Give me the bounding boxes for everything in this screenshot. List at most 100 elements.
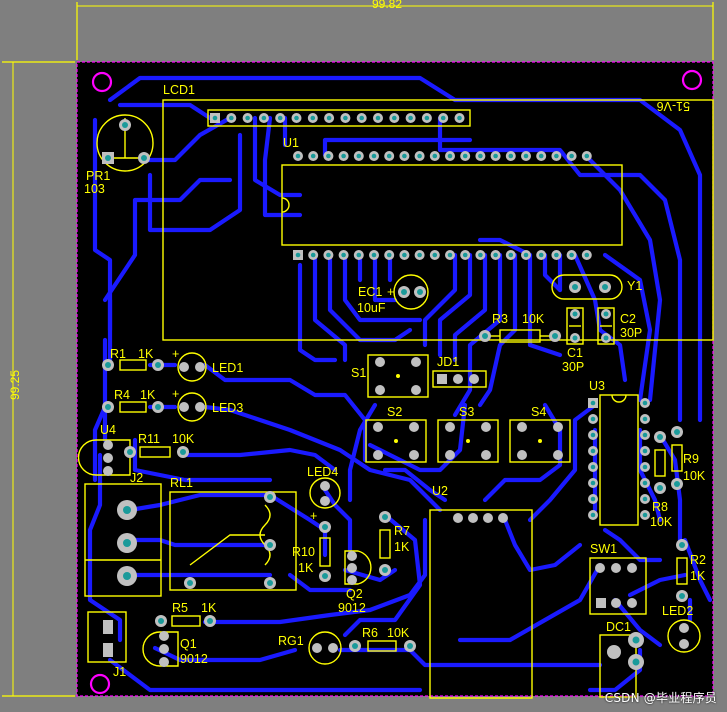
sw1: SW1 bbox=[589, 542, 647, 615]
c1-label: C1 bbox=[567, 346, 583, 360]
pin-hole bbox=[642, 496, 648, 502]
y1: Y1 bbox=[551, 274, 642, 300]
pin-hole bbox=[359, 115, 365, 121]
sw1-label: SW1 bbox=[590, 542, 617, 556]
led4: LED4 + bbox=[307, 465, 341, 523]
r9: R9 10K bbox=[671, 426, 706, 490]
pin-hole bbox=[642, 432, 648, 438]
s2-label: S2 bbox=[387, 405, 402, 419]
pin-hole bbox=[341, 153, 346, 159]
led3: + LED3 bbox=[172, 387, 243, 422]
pin-hole bbox=[447, 252, 453, 258]
r6-label: R6 bbox=[362, 626, 378, 640]
pin-hole bbox=[590, 400, 596, 406]
pin-hole bbox=[538, 153, 544, 159]
led2-label: LED2 bbox=[662, 604, 693, 618]
pin-hole bbox=[341, 252, 346, 258]
r3-value: 10K bbox=[522, 312, 545, 326]
q1: Q1 9012 bbox=[142, 631, 208, 667]
r8-label: R8 bbox=[652, 500, 668, 514]
pin-hole bbox=[642, 400, 648, 406]
pin-hole bbox=[642, 480, 648, 486]
rg1: RG1 bbox=[278, 631, 342, 665]
pin-hole bbox=[478, 252, 483, 258]
pr1: PR1 103 bbox=[84, 114, 154, 196]
u4: U4 bbox=[77, 423, 131, 476]
pin-hole bbox=[402, 252, 407, 258]
r6: R6 10K bbox=[349, 626, 416, 652]
r1: R1 1K bbox=[102, 347, 164, 371]
led2: LED2 bbox=[662, 604, 701, 653]
pin-hole bbox=[440, 115, 446, 121]
svg-text:+: + bbox=[172, 387, 179, 401]
pin-hole bbox=[493, 252, 498, 258]
pin-hole bbox=[310, 115, 316, 121]
pin-hole bbox=[245, 115, 250, 121]
pin-hole bbox=[386, 153, 392, 159]
pin-hole bbox=[375, 115, 381, 121]
pin-hole bbox=[523, 252, 529, 258]
lcd1-pads bbox=[210, 113, 465, 123]
u2: U2 bbox=[429, 484, 533, 699]
r9-value: 10K bbox=[683, 469, 706, 483]
pin-hole bbox=[310, 252, 316, 258]
pin-hole bbox=[294, 115, 299, 121]
pin-hole bbox=[569, 252, 574, 258]
q2-label: Q2 bbox=[346, 587, 363, 601]
r9-label: R9 bbox=[683, 452, 699, 466]
pin-hole bbox=[356, 252, 362, 258]
copper-traces bbox=[87, 75, 713, 693]
s2: S2 bbox=[365, 405, 427, 463]
q1-value: 9012 bbox=[180, 652, 208, 666]
pin-hole bbox=[417, 252, 422, 258]
pin-hole bbox=[584, 153, 590, 159]
pin-hole bbox=[432, 252, 438, 258]
r2-label: R2 bbox=[690, 553, 706, 567]
r5-value: 1K bbox=[201, 601, 217, 615]
pin-hole bbox=[310, 153, 316, 159]
pin-hole bbox=[590, 496, 596, 502]
r4: R4 1K bbox=[102, 388, 164, 413]
led4-label: LED4 bbox=[307, 465, 338, 479]
svg-text:+: + bbox=[387, 285, 394, 299]
s4-label: S4 bbox=[531, 405, 546, 419]
r8: R8 10K bbox=[650, 431, 673, 529]
r2-value: 1K bbox=[690, 569, 706, 583]
pin-hole bbox=[424, 115, 430, 121]
pin-hole bbox=[590, 432, 596, 438]
r10: R10 1K bbox=[292, 521, 331, 582]
c1: C1 30P bbox=[562, 307, 584, 374]
q2-value: 9012 bbox=[338, 601, 366, 615]
u3: U3 bbox=[589, 379, 639, 526]
mount-hole-bl bbox=[89, 673, 111, 695]
r10-value: 1K bbox=[298, 561, 314, 575]
u1: U1 bbox=[281, 136, 623, 246]
pin-hole bbox=[277, 115, 283, 121]
rg1-label: RG1 bbox=[278, 634, 304, 648]
pin-hole bbox=[590, 512, 596, 518]
s1: S1 bbox=[351, 354, 429, 398]
pr1-value: 103 bbox=[84, 182, 105, 196]
pin-hole bbox=[462, 252, 468, 258]
s3-label: S3 bbox=[459, 405, 474, 419]
u2-label: U2 bbox=[432, 484, 448, 498]
dc1-label: DC1 bbox=[606, 620, 631, 634]
pin-hole bbox=[229, 115, 234, 121]
s4: S4 bbox=[509, 405, 571, 463]
rl1-label: RL1 bbox=[170, 476, 193, 490]
u4-label: U4 bbox=[100, 423, 116, 437]
pin-hole bbox=[478, 153, 483, 159]
q1-label: Q1 bbox=[180, 637, 197, 651]
pin-hole bbox=[295, 252, 301, 258]
pin-hole bbox=[508, 252, 514, 258]
led1-label: LED1 bbox=[212, 361, 243, 375]
dimension-height: 99.25 bbox=[2, 61, 75, 697]
u3-pads bbox=[588, 398, 650, 520]
pin-hole bbox=[493, 153, 498, 159]
pin-hole bbox=[590, 464, 596, 470]
pin-hole bbox=[356, 153, 362, 159]
r7-value: 1K bbox=[394, 540, 410, 554]
led3-label: LED3 bbox=[212, 401, 243, 415]
r4-value: 1K bbox=[140, 388, 156, 402]
